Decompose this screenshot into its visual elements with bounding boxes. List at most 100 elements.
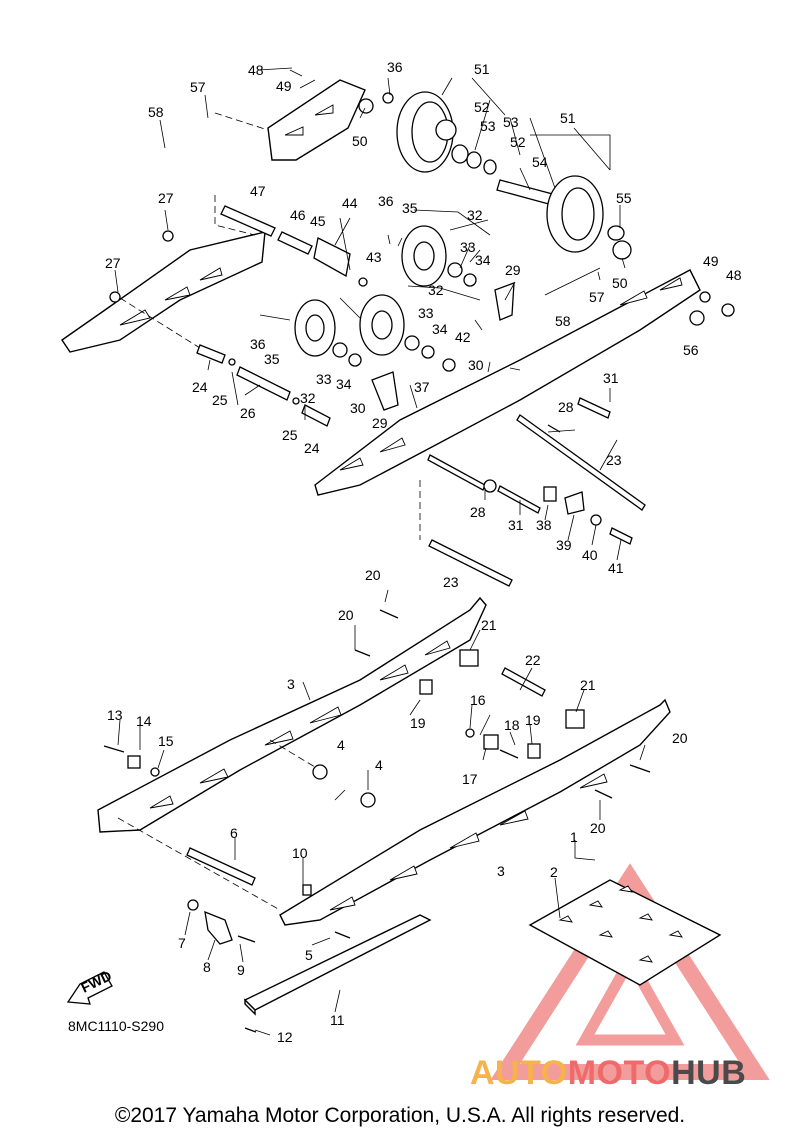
callout-39: 39 [556,537,572,553]
callout-27: 27 [158,190,174,206]
callout-15: 15 [158,733,174,749]
slide-rail-hardware [103,609,651,945]
watermark-logo: AUTOMOTOHUB [470,1054,746,1093]
callout-47: 47 [250,183,266,199]
callout-20: 20 [590,820,606,836]
callout-6: 6 [230,825,238,841]
upper-left-rail [61,195,266,353]
callout-19: 19 [410,715,426,731]
callout-36: 36 [378,193,394,209]
callout-23: 23 [606,452,622,468]
callout-30: 30 [350,400,366,416]
callout-33: 33 [460,239,476,255]
callout-32: 32 [428,282,444,298]
callout-16: 16 [470,692,486,708]
callout-30: 30 [468,357,484,373]
callout-17: 17 [462,771,478,787]
callout-53: 53 [480,118,496,134]
callout-26: 26 [240,405,256,421]
callout-1: 1 [570,829,578,845]
callout-4: 4 [375,757,383,773]
upper-right-rail [314,267,735,496]
callout-35: 35 [402,200,418,216]
callout-28: 28 [558,399,574,415]
callout-51: 51 [560,110,576,126]
callout-37: 37 [414,379,430,395]
callout-52: 52 [474,99,490,115]
callout-23: 23 [443,574,459,590]
callout-58: 58 [555,313,571,329]
callout-45: 45 [310,213,326,229]
logo-auto: AUTO [470,1054,568,1092]
track-studs [528,879,722,986]
callout-36: 36 [250,336,266,352]
callout-48: 48 [726,267,742,283]
callout-44: 44 [342,195,358,211]
callout-41: 41 [608,560,624,576]
logo-moto: MOTO [567,1054,672,1092]
callout-4: 4 [337,737,345,753]
callout-3: 3 [497,863,505,879]
callout-29: 29 [372,415,388,431]
callout-50: 50 [352,133,368,149]
callout-25: 25 [212,392,228,408]
callout-42: 42 [455,329,471,345]
callout-20: 20 [338,607,354,623]
callout-32: 32 [467,207,483,223]
callout-57: 57 [190,79,206,95]
callout-20: 20 [365,567,381,583]
callout-3: 3 [287,676,295,692]
callout-35: 35 [264,351,280,367]
callout-24: 24 [304,440,320,456]
callout-32: 32 [300,390,316,406]
callout-55: 55 [616,190,632,206]
callout-31: 31 [603,370,619,386]
callout-48: 48 [248,62,264,78]
upper-rear-arm [214,79,366,161]
callout-34: 34 [432,321,448,337]
callout-38: 38 [536,517,552,533]
callout-labels: 1 2 3 3 4 4 5 6 7 8 9 10 11 12 13 14 15 … [105,59,742,1045]
callout-33: 33 [316,371,332,387]
slider-strip [243,914,432,1033]
callout-56: 56 [683,342,699,358]
copyright-notice: ©2017 Yamaha Motor Corporation, U.S.A. A… [114,1104,686,1127]
callout-14: 14 [136,713,152,729]
callout-21: 21 [580,677,596,693]
callout-18: 18 [504,717,520,733]
callout-31: 31 [508,517,524,533]
callout-9: 9 [237,962,245,978]
callout-12: 12 [277,1029,293,1045]
callout-57: 57 [589,289,605,305]
forward-arrow-icon: FWD [66,967,114,1005]
callout-7: 7 [178,935,186,951]
rear-idler-wheel-left [396,91,497,175]
upper-shafts [220,205,368,287]
callout-19: 19 [525,712,541,728]
callout-43: 43 [366,249,382,265]
callout-2: 2 [550,864,558,880]
callout-13: 13 [107,707,123,723]
callout-21: 21 [481,617,497,633]
logo-hub: HUB [671,1054,747,1092]
cross-shafts-left [119,297,331,427]
callout-29: 29 [505,262,521,278]
callout-58: 58 [148,104,164,120]
callout-24: 24 [192,379,208,395]
callout-27: 27 [105,255,121,271]
callout-11: 11 [330,1012,345,1028]
diagram-code: 8MC1110-S290 [68,1018,164,1034]
callout-33: 33 [418,305,434,321]
callout-10: 10 [292,845,308,861]
callout-34: 34 [475,252,491,268]
callout-49: 49 [703,253,719,269]
callout-52: 52 [510,134,526,150]
callout-49: 49 [276,78,292,94]
right-rail-fasteners [419,397,646,587]
watermark-triangle [490,863,770,1080]
idler-pulleys [294,225,515,411]
callout-5: 5 [305,947,313,963]
right-slide-rail [279,698,671,926]
callout-34: 34 [336,376,352,392]
